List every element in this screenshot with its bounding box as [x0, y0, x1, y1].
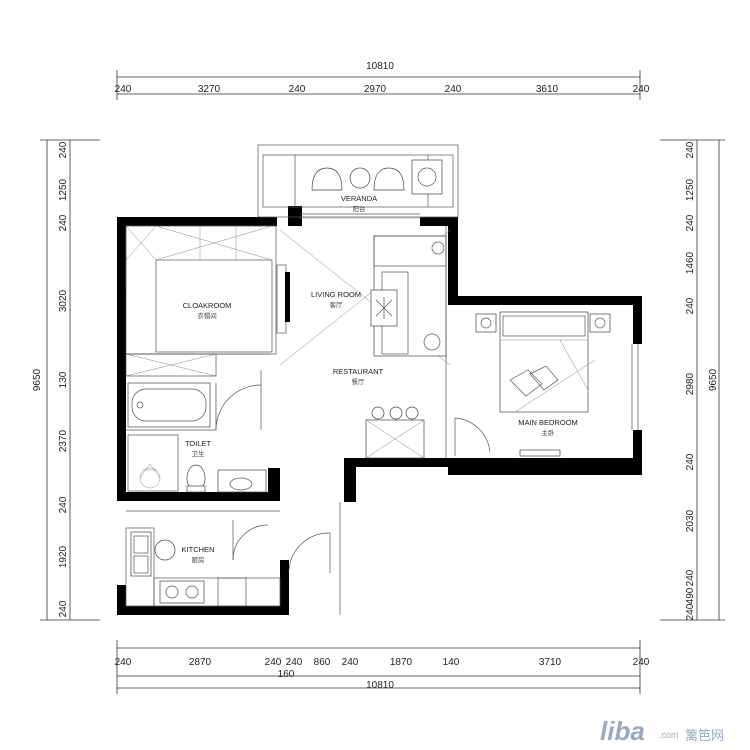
dim-top-2: 240	[289, 84, 306, 95]
top-dimensions: 10810 240 3270 240 2970 240 3610 240	[115, 61, 650, 100]
toilet-label: TOILET	[185, 439, 212, 448]
dim-left-6: 240	[58, 496, 69, 513]
dim-right-total: 9650	[708, 368, 719, 391]
sink-icon	[217, 469, 267, 493]
living-room-label: LIVING ROOM	[311, 290, 361, 299]
left-dimensions: 9650 240 1250 240 3020 130 2370 240 1920…	[32, 139, 100, 621]
dim-bottom-3: 240	[286, 657, 303, 668]
kitchen-sink-icon	[130, 531, 152, 577]
right-dimensions: 9650 240 1250 240 1460 240 2980 240 2030…	[660, 139, 725, 621]
bedside-table-icon	[589, 313, 611, 333]
dim-left-1: 1250	[58, 178, 69, 201]
main-bedroom: MAIN BEDROOM 主卧	[454, 311, 639, 457]
kitchen: KITCHEN 厨房	[125, 510, 281, 607]
dining-chair-icon	[405, 406, 419, 420]
pillow-icon	[509, 369, 543, 397]
bottom-dimensions: 240 2870 240 240 860 240 1870 140 3710 2…	[115, 640, 650, 694]
restaurant-label: RESTAURANT	[333, 367, 384, 376]
dim-top-3: 2970	[364, 84, 387, 95]
living-room: LIVING ROOM 客厅 RESTAURANT 餐厅	[279, 226, 451, 459]
dim-left-7: 1920	[58, 545, 69, 568]
cloakroom-label: CLOAKROOM	[183, 301, 232, 310]
kitchen-door-swing	[232, 524, 269, 561]
dim-left-4: 130	[58, 371, 69, 388]
dim-bottom-0: 240	[115, 657, 132, 668]
dim-left-8: 240	[58, 600, 69, 617]
dim-bottom-extra: 160	[278, 669, 295, 680]
kitchen-label: KITCHEN	[182, 545, 215, 554]
dim-right-1: 1250	[685, 178, 696, 201]
dim-left-2: 240	[58, 214, 69, 231]
stove-icon	[159, 580, 205, 604]
tv-cabinet-icon	[519, 449, 561, 457]
dim-right-3: 1460	[685, 251, 696, 274]
dim-left-total: 9650	[32, 368, 43, 391]
bedroom-door-swing	[454, 417, 491, 453]
dim-top-5: 3610	[536, 84, 559, 95]
veranda-label: VERANDA	[341, 194, 377, 203]
cloakroom: CLOAKROOM 衣帽间	[125, 225, 290, 377]
toilet-door-swing	[215, 384, 262, 431]
dim-top-6: 240	[633, 84, 650, 95]
bathtub-icon	[127, 382, 211, 428]
veranda-label-cn: 阳台	[353, 204, 366, 213]
watermark: liba .com 篱笆网	[600, 716, 724, 746]
dim-bottom-8: 3710	[539, 657, 562, 668]
dim-right-4: 240	[685, 297, 696, 314]
watermark-cn: 篱笆网	[685, 728, 724, 744]
dim-right-10: 240	[685, 603, 696, 620]
dim-right-2: 240	[685, 214, 696, 231]
pillow-icon	[529, 365, 559, 391]
chair-icon	[373, 167, 405, 191]
watermark-com: .com	[659, 730, 679, 740]
dim-top-1: 3270	[198, 84, 221, 95]
dim-right-6: 240	[685, 453, 696, 470]
dim-right-7: 2030	[685, 509, 696, 532]
toilet: TOILET 卫生	[126, 370, 267, 493]
toilet-label-cn: 卫生	[192, 449, 206, 458]
bedside-table-icon	[475, 313, 497, 333]
dim-bottom-7: 140	[443, 657, 460, 668]
dim-bottom-4: 860	[314, 657, 331, 668]
cloakroom-label-cn: 衣帽间	[197, 311, 217, 320]
dim-top-4: 240	[445, 84, 462, 95]
living-room-label-cn: 客厅	[330, 300, 344, 309]
stool-icon	[154, 539, 176, 561]
bedroom-label-cn: 主卧	[542, 428, 556, 437]
dim-right-0: 240	[685, 141, 696, 158]
chair-icon	[311, 167, 343, 191]
dim-bottom-total: 10810	[366, 680, 394, 691]
dim-bottom-9: 240	[633, 657, 650, 668]
dim-right-9: 490	[685, 587, 696, 604]
bedroom-label: MAIN BEDROOM	[518, 418, 578, 427]
dim-left-0: 240	[58, 141, 69, 158]
dim-right-8: 240	[685, 569, 696, 586]
dim-top-total: 10810	[366, 61, 394, 72]
dim-left-5: 2370	[58, 429, 69, 452]
kitchen-label-cn: 厨房	[192, 555, 205, 564]
dim-top-0: 240	[115, 84, 132, 95]
dim-left-3: 3020	[58, 289, 69, 312]
dim-bottom-1: 2870	[189, 657, 212, 668]
entry-door	[288, 502, 341, 615]
dining-chair-icon	[389, 406, 403, 420]
restaurant-label-cn: 餐厅	[352, 377, 366, 386]
dim-bottom-2: 240	[265, 657, 282, 668]
dining-chair-icon	[371, 406, 385, 420]
veranda: VERANDA 阳台	[257, 144, 459, 219]
bed-icon	[499, 311, 589, 413]
side-table-icon	[349, 167, 371, 189]
watermark-logo: liba	[600, 716, 645, 746]
dim-bottom-6: 1870	[390, 657, 413, 668]
washing-machine-icon	[411, 159, 443, 195]
dim-bottom-5: 240	[342, 657, 359, 668]
walls	[117, 206, 642, 615]
dim-right-5: 2980	[685, 372, 696, 395]
